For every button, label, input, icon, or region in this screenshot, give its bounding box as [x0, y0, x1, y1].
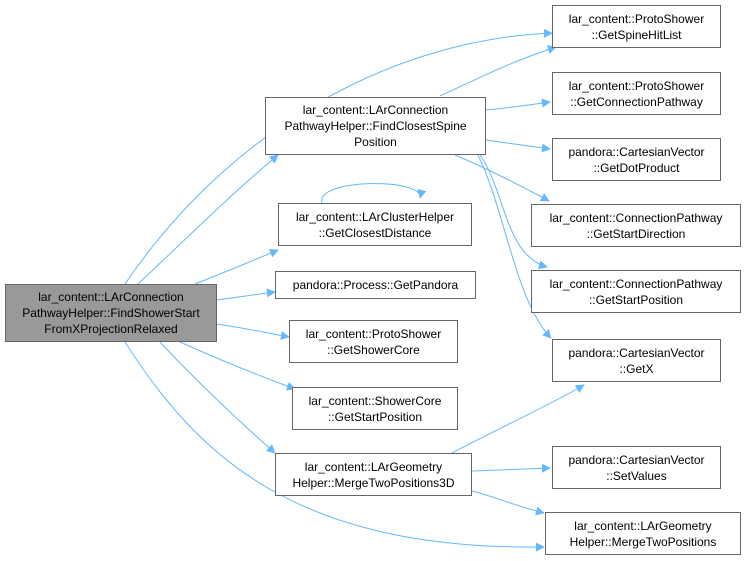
edge-spine-to-connection-pathway [485, 98, 551, 111]
edge-root-to-get-pandora [215, 288, 276, 301]
edge-merge3d-to-merge-two-positions [471, 490, 545, 516]
node-merge-two-positions[interactable]: lar_content::LArGeometry Helper::MergeTw… [545, 512, 741, 555]
edge-spine-to-spine-hit-list [439, 45, 557, 97]
edge-merge3d-to-set-values [471, 463, 551, 473]
node-showercore-get-start-position[interactable]: lar_content::ShowerCore ::GetStartPositi… [292, 387, 458, 430]
node-find-closest-spine-position[interactable]: lar_content::LArConnection PathwayHelper… [265, 97, 486, 155]
edge-spine-to-get-x [477, 154, 552, 339]
node-connection-pathway-get-start-direction[interactable]: lar_content::ConnectionPathway ::GetStar… [531, 204, 741, 247]
edge-root-to-get-closest-distance [194, 249, 279, 285]
edge-closest-distance-self-loop [321, 183, 427, 204]
edge-spine-to-pathway-start [479, 154, 548, 270]
edge-root-to-showercore-start [179, 341, 296, 391]
edge-root-to-spine-hit-list [124, 28, 553, 285]
edge-spine-to-start-direction [454, 154, 550, 202]
node-get-spine-hit-list[interactable]: lar_content::ProtoShower ::GetSpineHitLi… [552, 5, 721, 48]
edge-spine-to-dot-product [485, 139, 551, 153]
node-get-closest-distance[interactable]: lar_content::LArClusterHelper ::GetClose… [278, 203, 472, 246]
edge-root-to-find-closest-spine [137, 154, 279, 285]
node-get-shower-core[interactable]: lar_content::ProtoShower ::GetShowerCore [289, 320, 458, 363]
node-find-shower-start-root: lar_content::LArConnection PathwayHelper… [5, 284, 217, 342]
node-get-dot-product[interactable]: pandora::CartesianVector ::GetDotProduct [552, 138, 721, 181]
node-merge-two-positions-3d[interactable]: lar_content::LArGeometry Helper::MergeTw… [275, 453, 472, 496]
node-get-pandora[interactable]: pandora::Process::GetPandora [275, 271, 476, 299]
node-set-values[interactable]: pandora::CartesianVector ::SetValues [552, 446, 721, 489]
edge-merge3d-to-get-x [451, 384, 585, 454]
node-get-connection-pathway[interactable]: lar_content::ProtoShower ::GetConnection… [552, 72, 721, 115]
edge-root-to-get-shower-core [215, 323, 290, 340]
node-get-x[interactable]: pandora::CartesianVector ::GetX [552, 339, 721, 382]
edge-root-to-merge-3d [159, 341, 276, 454]
edge-root-to-merge-two-positions [124, 341, 545, 552]
node-connection-pathway-get-start-position[interactable]: lar_content::ConnectionPathway ::GetStar… [531, 270, 741, 313]
